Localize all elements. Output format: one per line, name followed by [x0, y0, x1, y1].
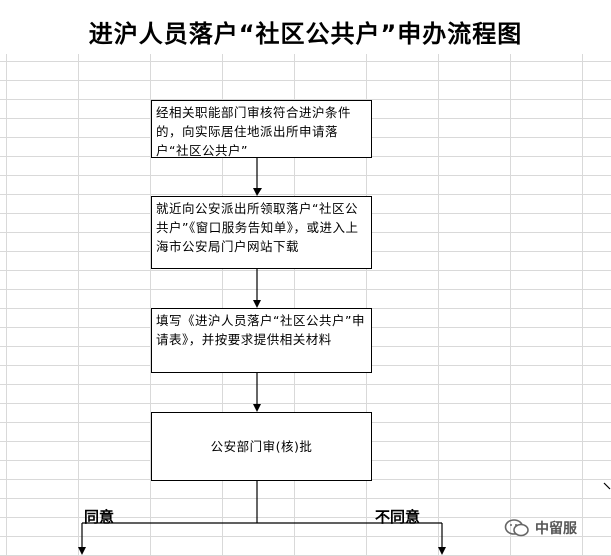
arrowhead-disagree	[438, 547, 446, 555]
disagree-label: 不同意	[375, 508, 421, 526]
watermark: 中留服	[504, 518, 577, 538]
step-3-box: 填写《进沪人员落户“社区公共户”申请表》，并按要求提供相关材料	[151, 308, 372, 373]
step-4-box: 公安部门审(核)批	[151, 412, 372, 481]
title-band	[0, 0, 611, 54]
watermark-text: 中留服	[535, 521, 577, 537]
step-2-box: 就近向公安派出所领取落户“社区公共户”《窗口服务告知单》，或进入上海市公安局门户…	[151, 196, 372, 269]
step-2-text: 就近向公安派出所领取落户“社区公共户”《窗口服务告知单》，或进入上海市公安局门户…	[156, 201, 359, 254]
step-3-text: 填写《进沪人员落户“社区公共户”申请表》，并按要求提供相关材料	[156, 313, 365, 347]
edge-mark	[603, 482, 611, 490]
arrowhead-3	[253, 404, 261, 412]
step-4-text: 公安部门审(核)批	[210, 439, 313, 454]
step-1-box: 经相关职能部门审核符合进沪条件的，向实际居住地派出所申请落户“社区公共户”	[151, 100, 372, 158]
page-title: 进沪人员落户“社区公共户”申办流程图	[88, 20, 523, 48]
arrowhead-2	[253, 300, 261, 308]
arrowhead-agree	[78, 547, 86, 555]
step-1-text: 经相关职能部门审核符合进沪条件的，向实际居住地派出所申请落户“社区公共户”	[156, 105, 352, 158]
wechat-icon	[504, 519, 529, 537]
arrowhead-1	[253, 188, 262, 196]
agree-label: 同意	[84, 508, 115, 526]
